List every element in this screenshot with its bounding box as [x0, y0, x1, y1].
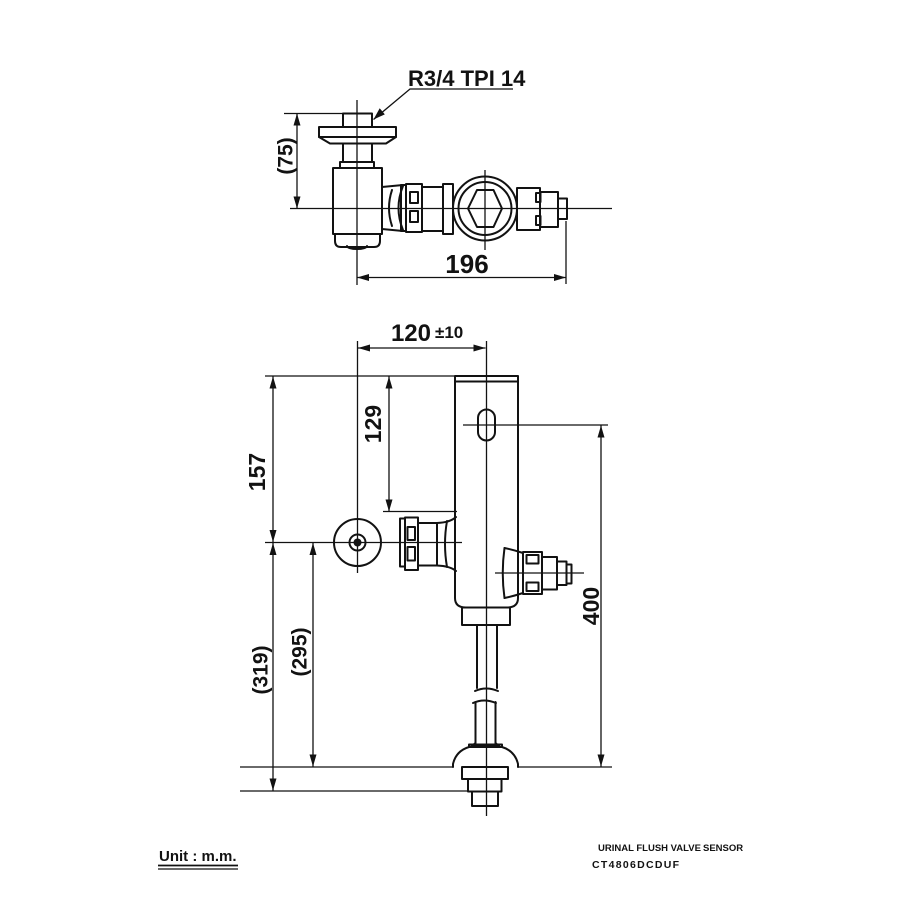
product-variant-label: SENSOR — [703, 843, 743, 854]
dim-120-label: 120 — [391, 320, 431, 347]
breaker-bell-mouth — [501, 547, 506, 599]
elbow-bottom-edge — [381, 228, 404, 232]
dim-120-tolerance-label: ±10 — [435, 323, 463, 342]
inlet-flange-skirt — [318, 136, 397, 145]
dimension-196: 196 — [357, 221, 567, 284]
valve-body-bottom-cap — [334, 233, 381, 248]
spreader-flange-dome — [452, 743, 519, 768]
dimension-120: 120 ±10 — [358, 320, 486, 352]
elbow-inner-curve — [388, 189, 393, 227]
end-cap-inner-circle — [457, 181, 513, 236]
inlet-bell-inner-curve — [444, 520, 448, 568]
dim-400-label: 400 — [578, 587, 604, 625]
breaker-slot — [525, 581, 540, 592]
inlet-valve-circle — [333, 518, 382, 567]
inlet-bell-bottom — [436, 564, 457, 572]
outlet-nut — [461, 606, 511, 626]
model-code-label: CT4806DCDUF — [592, 859, 680, 871]
breaker-tip — [565, 563, 573, 585]
product-name-label: URINAL FLUSH VALVE — [598, 843, 701, 854]
thread-callout: R3/4 TPI 14 — [373, 66, 526, 120]
breaker-bell-bottom — [503, 592, 524, 599]
spud-step-1 — [461, 766, 509, 780]
breaker-slot — [525, 554, 540, 565]
unit-note: Unit : m.m. — [158, 848, 238, 870]
coupling-slot — [409, 191, 419, 204]
spud-step-2 — [467, 778, 503, 793]
breaker-bell-top — [503, 547, 524, 554]
dim-129-label: 129 — [360, 405, 386, 443]
coupling-slot — [406, 546, 416, 562]
dim-157-label: 157 — [244, 453, 270, 491]
inlet-cylinder-front — [417, 522, 438, 567]
bottom-cap-dome — [346, 245, 368, 250]
outlet-block-2 — [539, 191, 559, 228]
inlet-valve-inner-ring — [348, 533, 367, 552]
inlet-valve-center-dot — [353, 538, 362, 547]
top-view — [290, 100, 612, 285]
end-cap-hexagon — [467, 189, 503, 228]
pipe-break-line-1 — [474, 687, 499, 692]
coupling-slot — [409, 210, 419, 223]
dimension-319: (319) — [250, 543, 277, 791]
sensor-window — [477, 408, 496, 442]
dimension-75: (75) — [275, 112, 343, 209]
title-block: URINAL FLUSH VALVE SENSOR CT4806DCDUF — [592, 843, 743, 871]
front-view — [240, 341, 612, 816]
outlet-stub — [557, 197, 568, 220]
dim-75-label: (75) — [275, 137, 298, 174]
dim-319-label: (319) — [250, 645, 273, 694]
coupling-slot — [406, 526, 416, 541]
inlet-bell-top — [436, 516, 457, 524]
dimension-129: 129 — [360, 376, 393, 512]
inlet-coupling-front — [404, 516, 419, 571]
unit-label: Unit : m.m. — [159, 848, 237, 865]
dimension-157: 157 — [244, 376, 277, 542]
thread-spec-label: R3/4 TPI 14 — [408, 66, 526, 91]
dimension-295: (295) — [289, 543, 317, 767]
spud-step-3 — [471, 790, 499, 807]
dimension-400: 400 — [578, 425, 605, 767]
elbow-top-edge — [381, 184, 404, 188]
dim-196-label: 196 — [445, 249, 488, 279]
dim-295-label: (295) — [289, 627, 312, 676]
